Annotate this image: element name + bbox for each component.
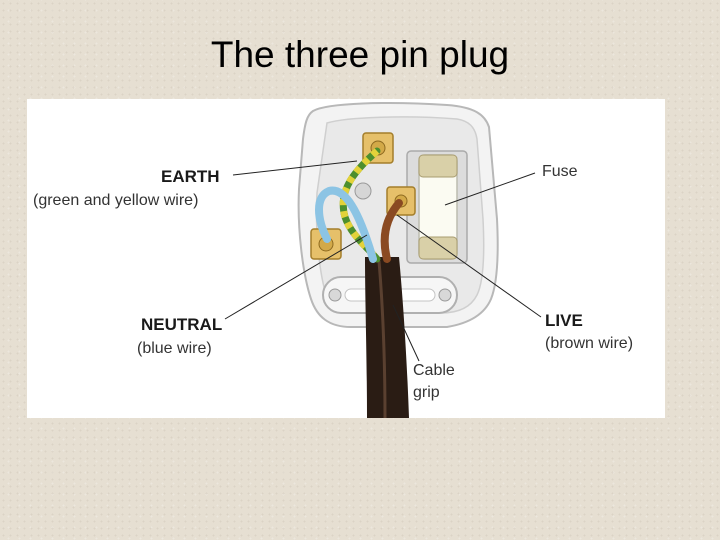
- earth-note: (green and yellow wire): [33, 192, 199, 209]
- live-note: (brown wire): [545, 335, 634, 352]
- diagram-panel: EARTH (green and yellow wire) Fuse NEUTR…: [27, 99, 665, 418]
- plug-illustration: [224, 102, 542, 418]
- fuse-cap-bottom: [418, 236, 458, 260]
- fuse-label: Fuse: [542, 163, 578, 180]
- neutral-leader-line: [224, 234, 368, 320]
- cable-grip-label-line2: grip: [413, 384, 440, 401]
- centre-screw: [354, 182, 372, 200]
- neutral-label: NEUTRAL: [141, 315, 223, 334]
- cable-highlight: [377, 260, 387, 418]
- cable-grip-label-line1: Cable: [413, 362, 455, 379]
- earth-label: EARTH: [161, 167, 220, 186]
- neutral-note: (blue wire): [137, 340, 212, 357]
- live-leader-line: [396, 214, 542, 318]
- grip-screw-right: [438, 288, 452, 302]
- neutral-wire: [315, 186, 377, 263]
- cable-grip-leader-line: [392, 304, 420, 362]
- slide-title: The three pin plug: [210, 34, 510, 75]
- earth-leader-line: [232, 160, 358, 176]
- grip-screw-left: [328, 288, 342, 302]
- live-label: LIVE: [545, 311, 583, 330]
- cable: [365, 257, 409, 418]
- fuse-cap-top: [418, 154, 458, 178]
- earth-wire-yellow: [339, 148, 380, 262]
- fuse-leader-line: [444, 172, 536, 206]
- live-wire: [380, 199, 403, 263]
